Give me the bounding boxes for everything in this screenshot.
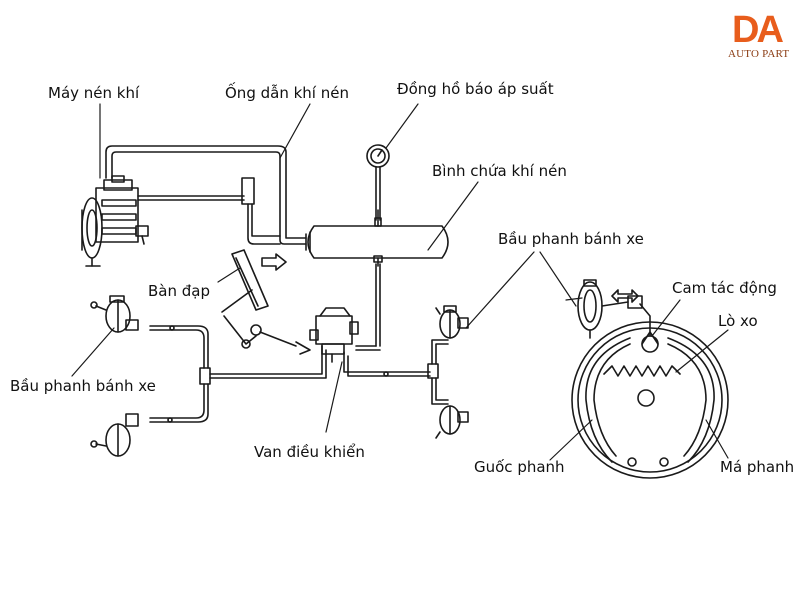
label-air-pipe: Ống dẫn khí nén [225, 84, 349, 102]
label-wheel-chamber-right: Bầu phanh bánh xe [498, 230, 644, 248]
brand-mark: DA [732, 9, 784, 51]
label-control-valve: Van điều khiển [254, 443, 365, 461]
label-pressure-gauge: Đồng hồ báo áp suất [397, 80, 554, 98]
air-tank-drawing [305, 209, 449, 267]
supply-line-drawing [355, 263, 381, 351]
brand-subtitle: AUTO PART [728, 48, 790, 60]
label-brake-lining: Má phanh [720, 458, 795, 476]
right-brake-lines-drawing [343, 339, 449, 405]
air-pipe-drawing [105, 145, 307, 245]
compressor-drawing [81, 175, 149, 267]
drum-brake-detail-drawing [571, 279, 729, 479]
label-pedal: Bàn đạp [148, 282, 210, 300]
pressure-gauge-drawing [366, 144, 390, 221]
pedal-drawing [221, 249, 311, 355]
label-compressor: Máy nén khí [48, 84, 140, 102]
left-brake-lines-drawing [149, 325, 327, 423]
brand-logo: DA AUTO PART [728, 10, 794, 62]
right-wheel-chamber-top-drawing [435, 305, 469, 339]
left-wheel-chamber-top-drawing [90, 295, 139, 333]
label-brake-shoe: Guốc phanh [474, 458, 565, 476]
left-wheel-chamber-bottom-drawing [90, 413, 139, 457]
leader-lines [71, 103, 729, 461]
control-valve-drawing [309, 307, 359, 363]
label-spring: Lò xo [718, 312, 758, 330]
label-air-tank: Bình chứa khí nén [432, 162, 567, 180]
label-wheel-chamber-left: Bầu phanh bánh xe [10, 377, 156, 395]
label-brake-cam: Cam tác động [672, 279, 777, 297]
right-wheel-chamber-bottom-drawing [435, 405, 469, 439]
